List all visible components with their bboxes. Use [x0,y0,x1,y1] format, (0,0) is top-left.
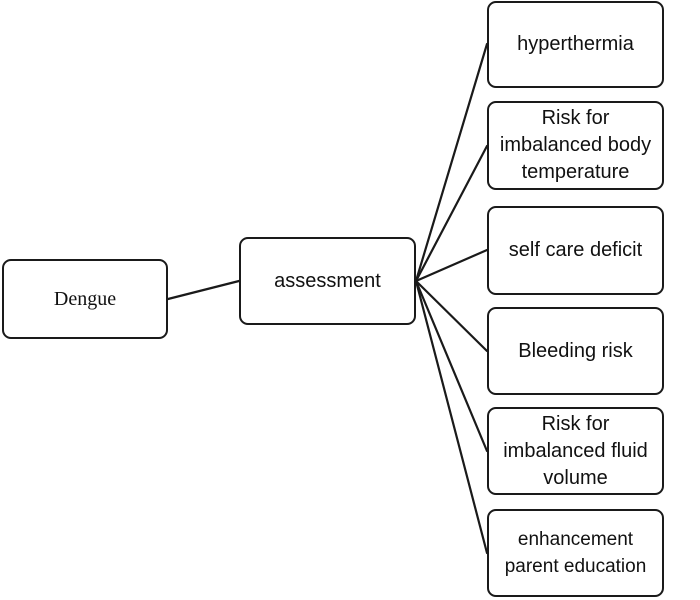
diagnosis-label: hyperthermia [517,33,634,55]
diagnosis-node-hyperthermia: hyperthermia [487,1,664,88]
diagnosis-label: Risk for imbalanced body temperature [499,107,652,183]
connector-hub-to-diagnosis-5 [414,279,489,453]
diagnosis-node-parent-education: enhancement parent education [487,509,664,597]
diagnosis-label: enhancement parent education [504,529,647,577]
diagnosis-node-self-care-deficit: self care deficit [487,206,664,295]
connector-hub-to-diagnosis-6 [414,279,489,555]
diagnosis-node-bleeding-risk: Bleeding risk [487,307,664,395]
connector-hub-to-diagnosis-2 [414,144,489,283]
hub-node-assessment: assessment [239,237,416,325]
connector-hub-to-diagnosis-3 [414,248,489,283]
diagnosis-label: Risk for imbalanced fluid volume [503,412,648,489]
connector-hub-to-diagnosis-4 [414,279,489,353]
diagnosis-label: self care deficit [508,239,643,261]
connector-root-to-hub [166,279,241,301]
diagnosis-node-imbalanced-body-temperature: Risk for imbalanced body temperature [487,101,664,190]
diagnosis-node-imbalanced-fluid-volume: Risk for imbalanced fluid volume [487,407,664,495]
hub-node-label: assessment [274,269,381,292]
connector-hub-to-diagnosis-1 [414,42,489,283]
diagnosis-label: Bleeding risk [518,339,633,362]
root-node-label: Dengue [53,287,117,310]
root-node-dengue: Dengue [2,259,168,339]
